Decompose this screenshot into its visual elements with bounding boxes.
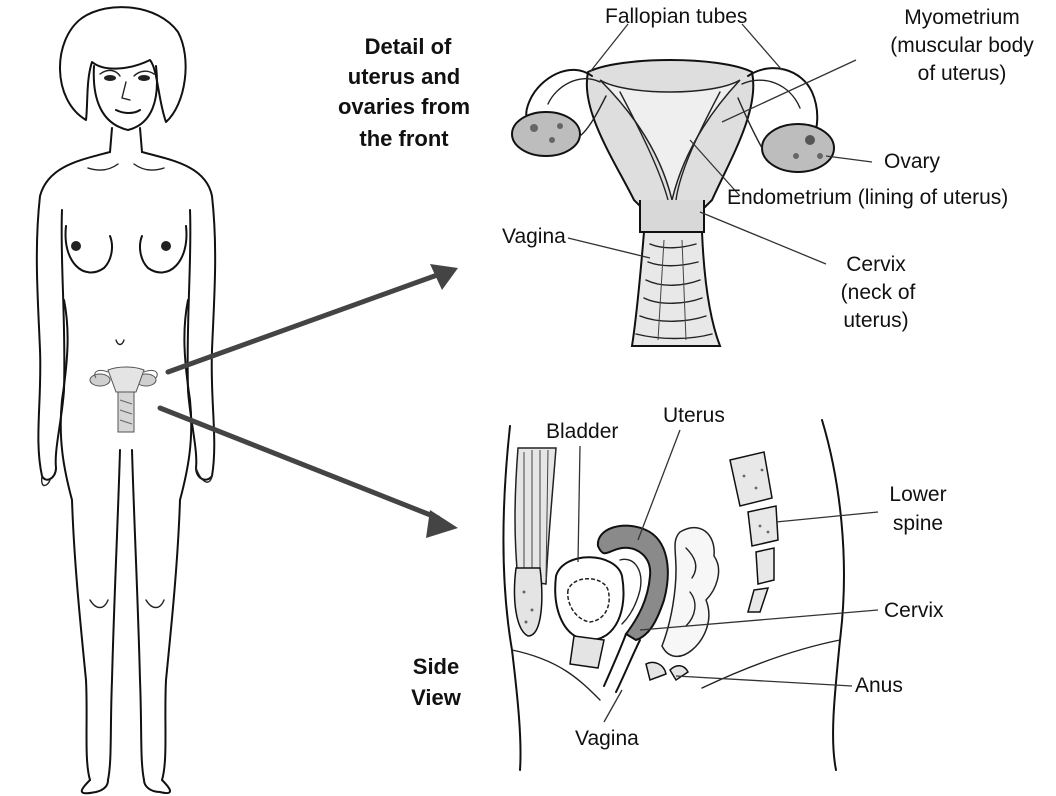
label-endometrium: Endometrium (lining of uterus) (727, 186, 1008, 209)
label-fallopian-tubes: Fallopian tubes (605, 5, 747, 28)
side-heading-line-2: View (411, 685, 462, 710)
label-cervix-side: Cervix (884, 599, 944, 622)
label-anus: Anus (855, 674, 903, 697)
front-detail-heading: Detail of uterus and ovaries from the fr… (338, 34, 470, 151)
label-vagina-front: Vagina (502, 225, 566, 248)
arrow-to-front-detail (168, 264, 458, 372)
side-view-illustration (504, 420, 844, 770)
label-lower-spine-1: Lower (889, 483, 946, 506)
body-uterus-thumbnail (90, 367, 157, 432)
label-vagina-side: Vagina (575, 727, 639, 750)
front-heading-line-1: Detail of (365, 34, 452, 59)
label-myometrium-1: Myometrium (904, 6, 1020, 29)
female-body-figure (37, 7, 215, 793)
label-cervix-front-3: uterus) (843, 309, 908, 332)
label-bladder: Bladder (546, 420, 618, 443)
side-view-heading: Side View (411, 654, 462, 710)
front-heading-line-3: ovaries from (338, 94, 470, 119)
front-heading-line-4: the front (359, 126, 449, 151)
front-heading-line-2: uterus and (348, 64, 460, 89)
label-cervix-front-2: (neck of (841, 281, 916, 304)
label-uterus: Uterus (663, 404, 725, 427)
side-heading-line-1: Side (413, 654, 459, 679)
arrow-to-side-view (160, 408, 458, 538)
label-ovary: Ovary (884, 150, 941, 173)
label-lower-spine-2: spine (893, 512, 943, 535)
label-myometrium-2: (muscular body (890, 34, 1034, 57)
label-cervix-front-1: Cervix (846, 253, 906, 276)
label-myometrium-3: of uterus) (918, 62, 1007, 85)
